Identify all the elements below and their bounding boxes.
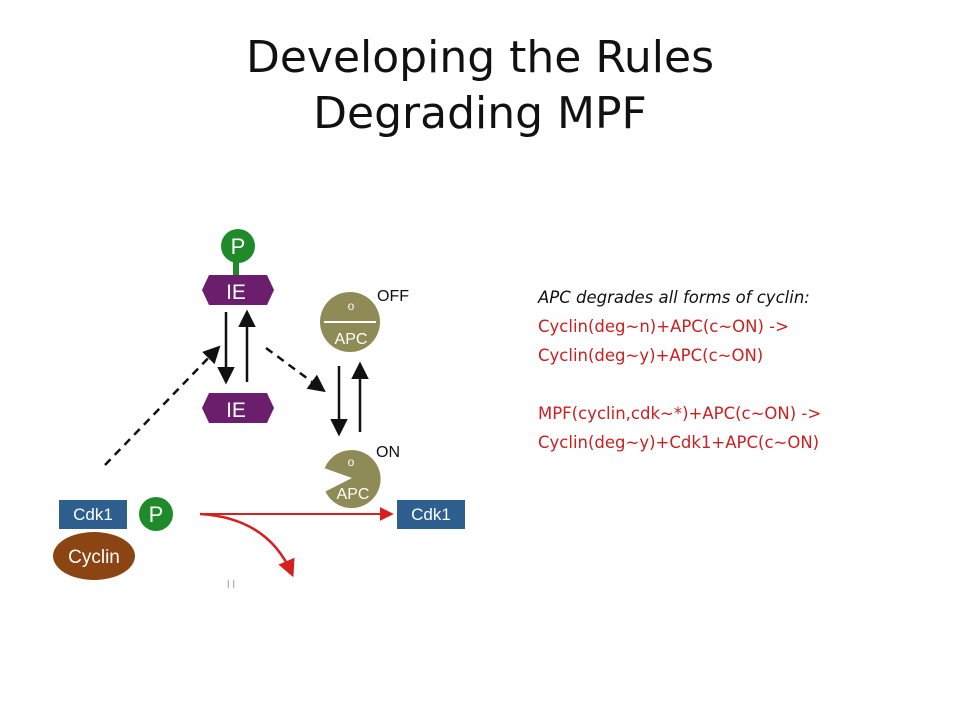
red-arrow-cyclin-degradation bbox=[199, 512, 295, 578]
cdk1-box-right bbox=[397, 500, 465, 529]
apc-off-state: OFF bbox=[377, 288, 409, 305]
apc-off-marker: o bbox=[348, 299, 355, 313]
cyclin-ellipse bbox=[53, 532, 135, 580]
dashed-arrow-mpf-to-ie bbox=[104, 345, 221, 466]
title-line-2: Degrading MPF bbox=[313, 88, 647, 139]
cdk1-box-left bbox=[59, 500, 127, 529]
title-line-1: Developing the Rules bbox=[245, 32, 715, 83]
ie-box-unphosphorylated: IE bbox=[202, 393, 274, 423]
slide-title: Developing the Rules Degrading MPF bbox=[0, 30, 960, 142]
apc-on-state: ON bbox=[376, 444, 400, 461]
ie-shape-bottom bbox=[202, 393, 274, 423]
ie-box-phosphorylated: IE bbox=[202, 275, 274, 305]
rule-1-line-2: Cyclin(deg~y)+APC(c~ON) bbox=[538, 346, 764, 365]
cyclin-label: Cyclin bbox=[68, 547, 120, 568]
phospho-circle-top bbox=[221, 229, 255, 263]
ie-label-top: IE bbox=[226, 281, 246, 304]
apc-on-shape bbox=[324, 450, 381, 509]
phospho-circle-cdk1 bbox=[139, 497, 173, 531]
rule-1-line-1: Cyclin(deg~n)+APC(c~ON) -> bbox=[538, 317, 789, 336]
apc-on-marker: o bbox=[348, 455, 355, 469]
rules-heading: APC degrades all forms of cyclin: bbox=[538, 288, 810, 307]
ie-label-bottom: IE bbox=[226, 399, 246, 422]
rules-text: APC degrades all forms of cyclin: Cyclin… bbox=[538, 283, 938, 457]
rule-2-line-1: MPF(cyclin,cdk~*)+APC(c~ON) -> bbox=[538, 404, 822, 423]
cdk1-released: Cdk1 bbox=[397, 500, 465, 529]
dashed-arrow-ie-to-apc bbox=[265, 346, 326, 393]
apc-on: o APC ON bbox=[324, 444, 400, 509]
phospho-stem bbox=[233, 258, 239, 276]
cdk1-label-right: Cdk1 bbox=[411, 505, 451, 524]
cdk1-label-left: Cdk1 bbox=[73, 505, 113, 524]
phospho-label-top: P bbox=[231, 234, 246, 259]
stray-mark: l l bbox=[227, 579, 235, 591]
apc-off: o APC OFF bbox=[320, 288, 409, 352]
apc-off-label: APC bbox=[335, 331, 368, 348]
rules-spacer bbox=[538, 370, 938, 399]
mpf-complex: Cyclin Cdk1 P bbox=[53, 497, 173, 580]
phospho-label-cdk1: P bbox=[149, 502, 164, 527]
rule-2-line-2: Cyclin(deg~y)+Cdk1+APC(c~ON) bbox=[538, 433, 820, 452]
ie-phospho-group: P bbox=[221, 229, 255, 276]
apc-on-label: APC bbox=[337, 486, 370, 503]
ie-shape-top bbox=[202, 275, 274, 305]
